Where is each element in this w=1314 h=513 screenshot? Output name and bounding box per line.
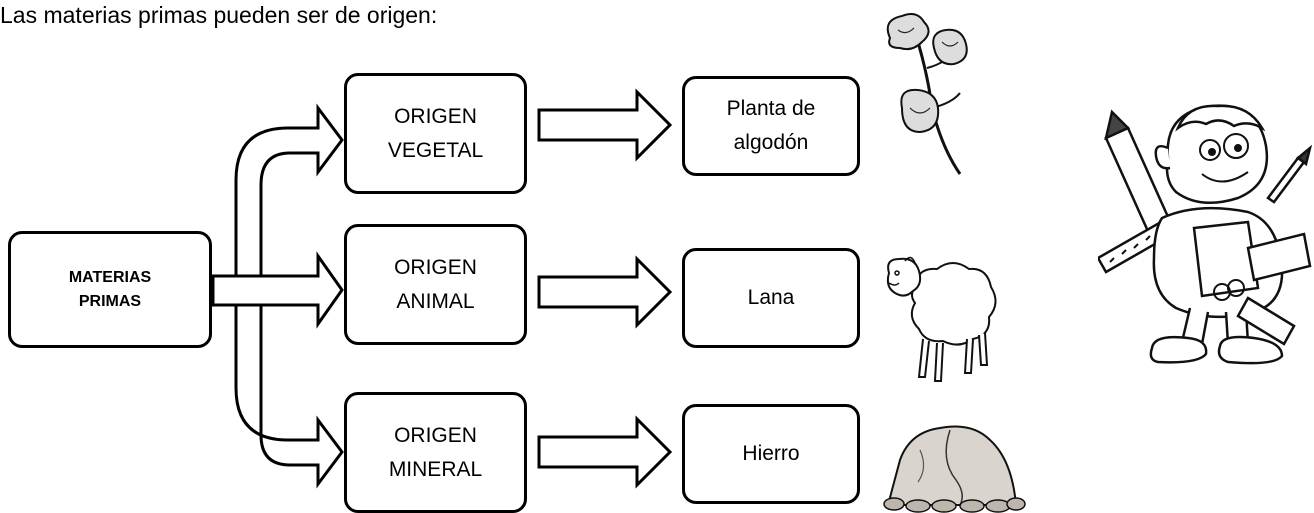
root-box-materias-primas: MATERIAS PRIMAS — [8, 231, 212, 348]
boy-with-school-supplies-icon — [1098, 104, 1312, 365]
example-algodon-line-1: Planta de — [726, 97, 816, 120]
example-lana-line-1: Lana — [747, 286, 795, 309]
example-box-algodon: Planta de algodón — [682, 76, 860, 176]
arrow-mineral-to-example — [537, 415, 673, 489]
origin-vegetal-line-2: VEGETAL — [387, 138, 484, 162]
origin-mineral-line-1: ORIGEN — [394, 423, 477, 447]
origin-animal-line-1: ORIGEN — [394, 255, 477, 279]
origin-box-vegetal: ORIGEN VEGETAL — [344, 73, 527, 194]
origin-mineral-line-2: MINERAL — [388, 457, 483, 481]
origin-box-mineral: ORIGEN MINERAL — [344, 392, 527, 513]
example-box-lana: Lana — [682, 248, 860, 348]
origin-vegetal-line-1: ORIGEN — [394, 104, 477, 128]
sheep-icon — [886, 256, 997, 382]
rock-icon — [883, 425, 1026, 513]
arrow-vegetal-to-example — [537, 88, 673, 162]
example-box-hierro: Hierro — [682, 404, 860, 504]
cotton-plant-icon — [886, 13, 968, 175]
origin-animal-line-2: ANIMAL — [396, 289, 475, 313]
root-line-1: MATERIAS — [68, 268, 152, 286]
arrow-root-to-vegetal — [234, 103, 344, 278]
example-hierro-line-1: Hierro — [742, 442, 800, 465]
arrow-root-to-animal — [211, 251, 344, 329]
arrow-root-to-mineral — [234, 303, 344, 489]
intro-text: Las materias primas pueden ser de origen… — [0, 2, 438, 28]
origin-box-animal: ORIGEN ANIMAL — [344, 224, 527, 345]
arrow-animal-to-example — [537, 255, 673, 329]
example-algodon-line-2: algodón — [733, 131, 809, 154]
root-line-2: PRIMAS — [78, 292, 142, 310]
